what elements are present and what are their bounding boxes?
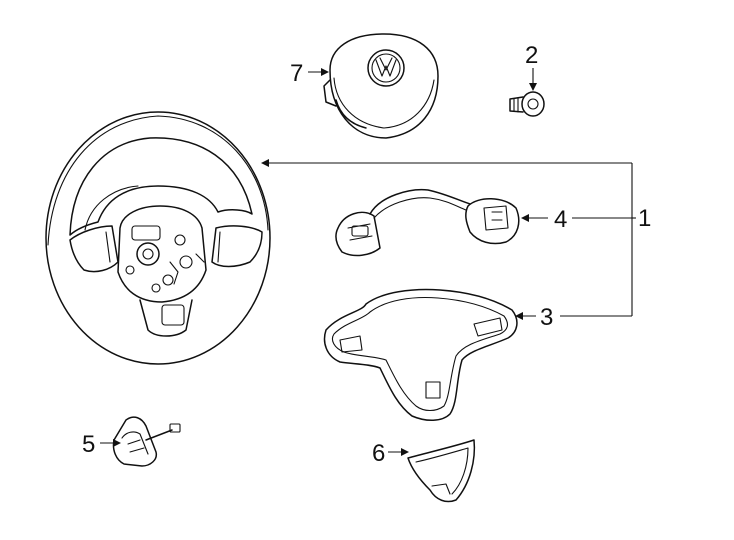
vw-logo-icon [375,57,397,77]
steering-wheel-icon[interactable] [45,111,271,365]
callout-4: 4 [554,206,567,233]
callout-1: 1 [638,205,651,232]
lower-cover-icon[interactable] [407,439,476,503]
callout-6: 6 [372,440,385,467]
airbag-module-icon[interactable] [323,33,439,139]
callout-5: 5 [82,431,95,458]
callout-3: 3 [540,304,553,331]
leader-lines [100,68,636,456]
callout-labels: 1 2 3 4 5 6 7 [82,42,651,467]
switch-assembly-icon[interactable] [335,188,520,257]
callout-7: 7 [290,60,303,87]
clock-spring-icon[interactable] [112,416,181,467]
callout-2: 2 [525,42,538,69]
trim-bezel-icon[interactable] [323,288,518,421]
bolt-icon[interactable] [509,91,545,117]
